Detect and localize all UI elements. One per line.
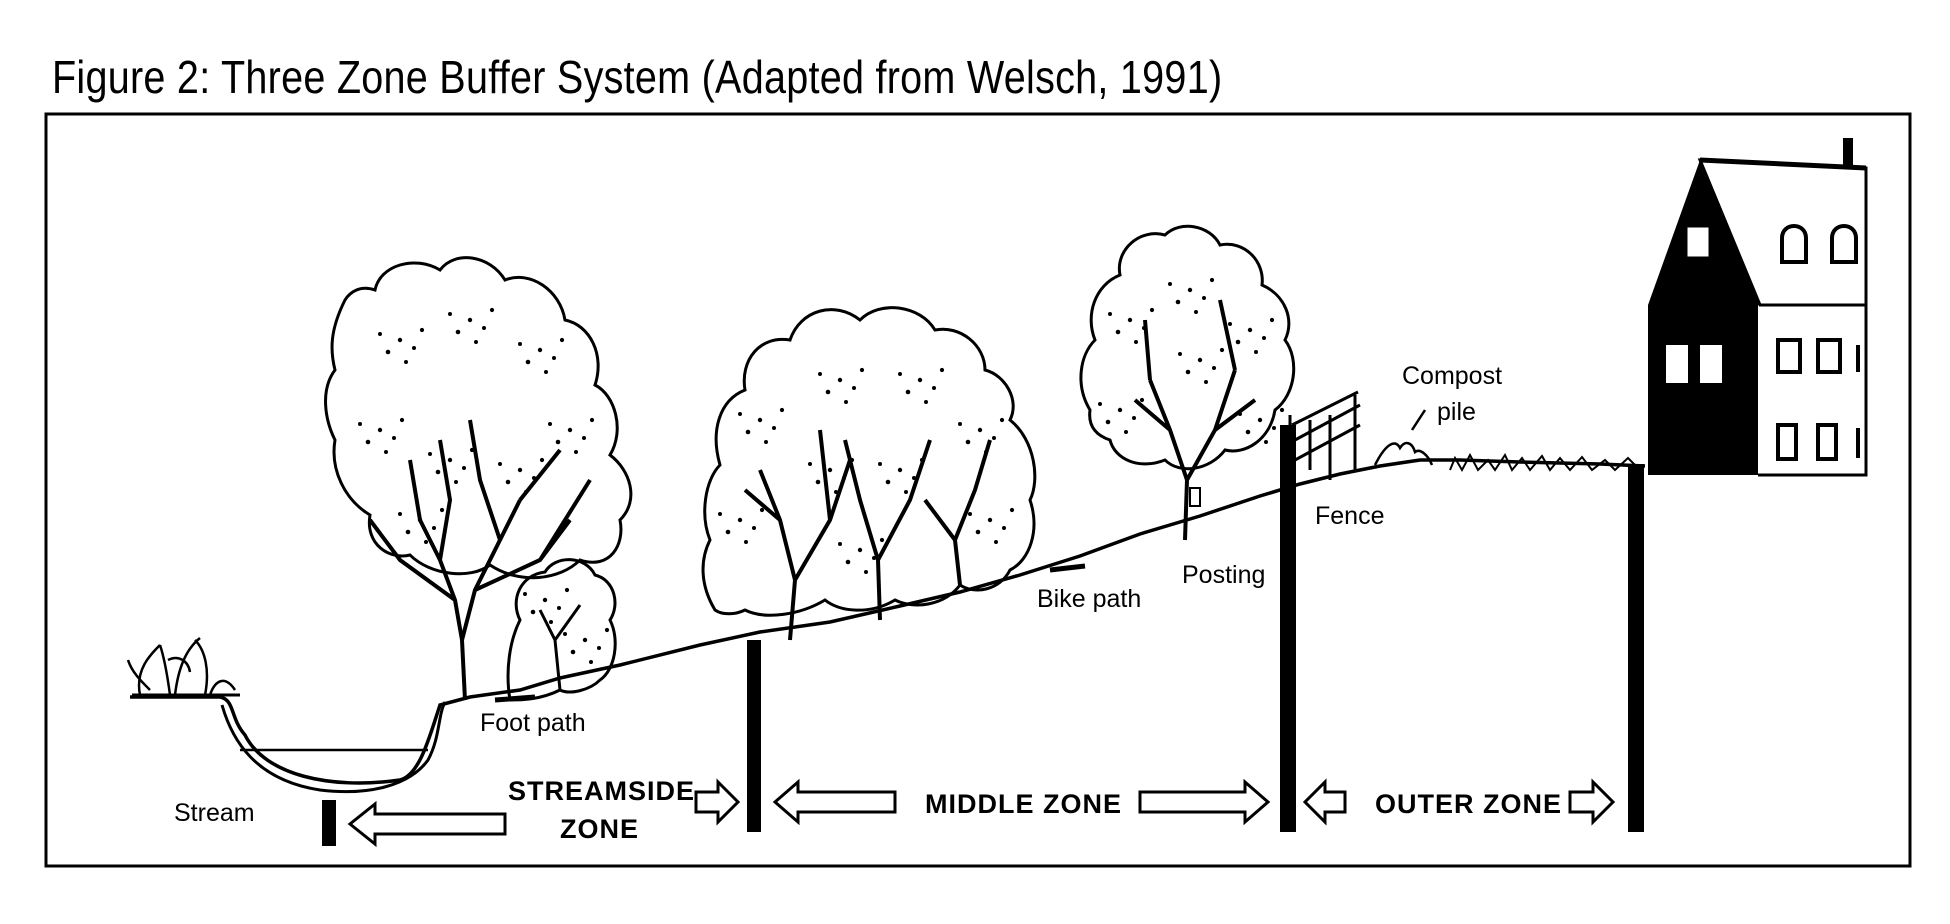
bike-path-label: Bike path	[1037, 585, 1141, 613]
ground-line	[130, 460, 1645, 783]
boundary-post-icon	[747, 640, 761, 832]
streamside-zone-label-line1: STREAMSIDE	[508, 776, 695, 806]
boundary-post-icon	[1628, 464, 1644, 832]
outer-zone-label: OUTER ZONE	[1375, 789, 1562, 819]
middle-zone-label: MIDDLE ZONE	[925, 789, 1122, 819]
arrow-right-icon	[696, 782, 738, 822]
stream-label: Stream	[174, 799, 255, 827]
arrow-right-icon	[1140, 782, 1268, 822]
fence-icon	[1290, 392, 1360, 480]
streamside-zone-label-line2: ZONE	[560, 814, 639, 844]
compost-label-line1: Compost	[1402, 362, 1502, 390]
tree-icon-3	[703, 308, 1035, 640]
bike-path-mark	[1050, 566, 1085, 570]
tree-icon-4	[1081, 226, 1294, 540]
foot-path-mark	[495, 697, 535, 700]
arrow-left-icon	[1305, 782, 1345, 822]
stream-channel-icon	[222, 702, 445, 792]
house-icon	[1648, 138, 1866, 475]
boundary-post-icon	[322, 800, 336, 846]
shrub-icon	[128, 638, 240, 695]
compost-pile-icon	[1375, 410, 1432, 465]
arrow-right-icon	[1570, 782, 1613, 822]
posting-label: Posting	[1182, 561, 1265, 589]
arrow-left-icon	[350, 804, 505, 844]
boundary-post-icon	[1280, 425, 1296, 832]
tree-icon-1	[326, 258, 631, 700]
fence-label: Fence	[1315, 502, 1384, 530]
arrow-left-icon	[775, 782, 895, 822]
compost-label-line2: pile	[1437, 398, 1476, 426]
foot-path-label: Foot path	[480, 709, 586, 737]
lawn-grass	[1450, 455, 1640, 470]
